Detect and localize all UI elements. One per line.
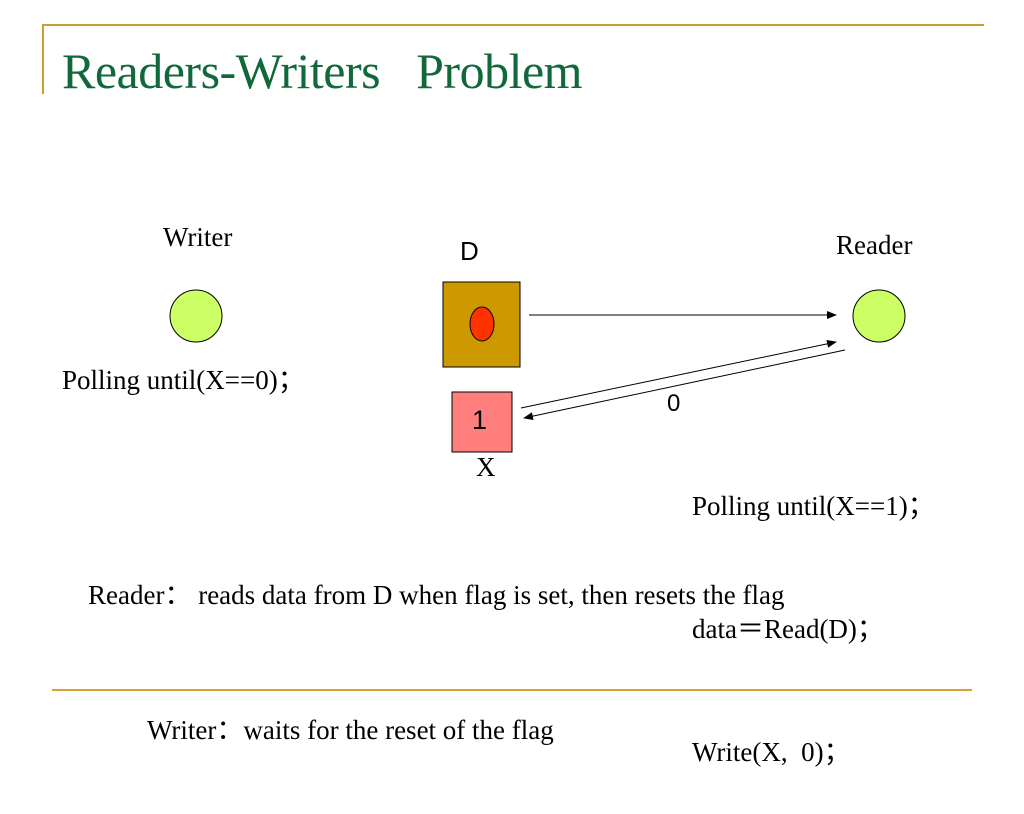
reader-process-circle [852,289,906,343]
reader-note: Reader： reads data from D when flag is s… [88,580,785,610]
title-left-rule [42,24,44,94]
slide-title: Readers-Writers Problem [62,43,583,99]
reader-code-line: Write(X, 0)； [692,737,851,767]
data-box-label: D [460,236,479,266]
writer-code: Polling until(X==0)； [62,365,305,395]
reader-code-line: data＝Read(D)； [692,614,884,644]
reader-code: Polling until(X==1)； data＝Read(D)； Write… [692,404,935,814]
bottom-rule [52,689,972,691]
reader-code-line: Polling until(X==1)； [692,491,935,521]
arrow-reader-to-x [523,349,846,421]
data-dot [469,306,495,342]
flag-box-x [451,391,513,453]
writer-process-circle [169,289,223,343]
reader-label: Reader [836,230,913,260]
flag-value: 1 [472,405,488,435]
title-top-rule [42,24,984,26]
arrow-x-to-reader [520,339,837,409]
diagram-canvas [169,281,906,453]
writer-note: Writer：waits for the reset of the flag [147,715,554,745]
writer-label: Writer [163,222,233,252]
flag-box-label: X [476,452,496,482]
arrow-value-label: 0 [667,390,681,417]
